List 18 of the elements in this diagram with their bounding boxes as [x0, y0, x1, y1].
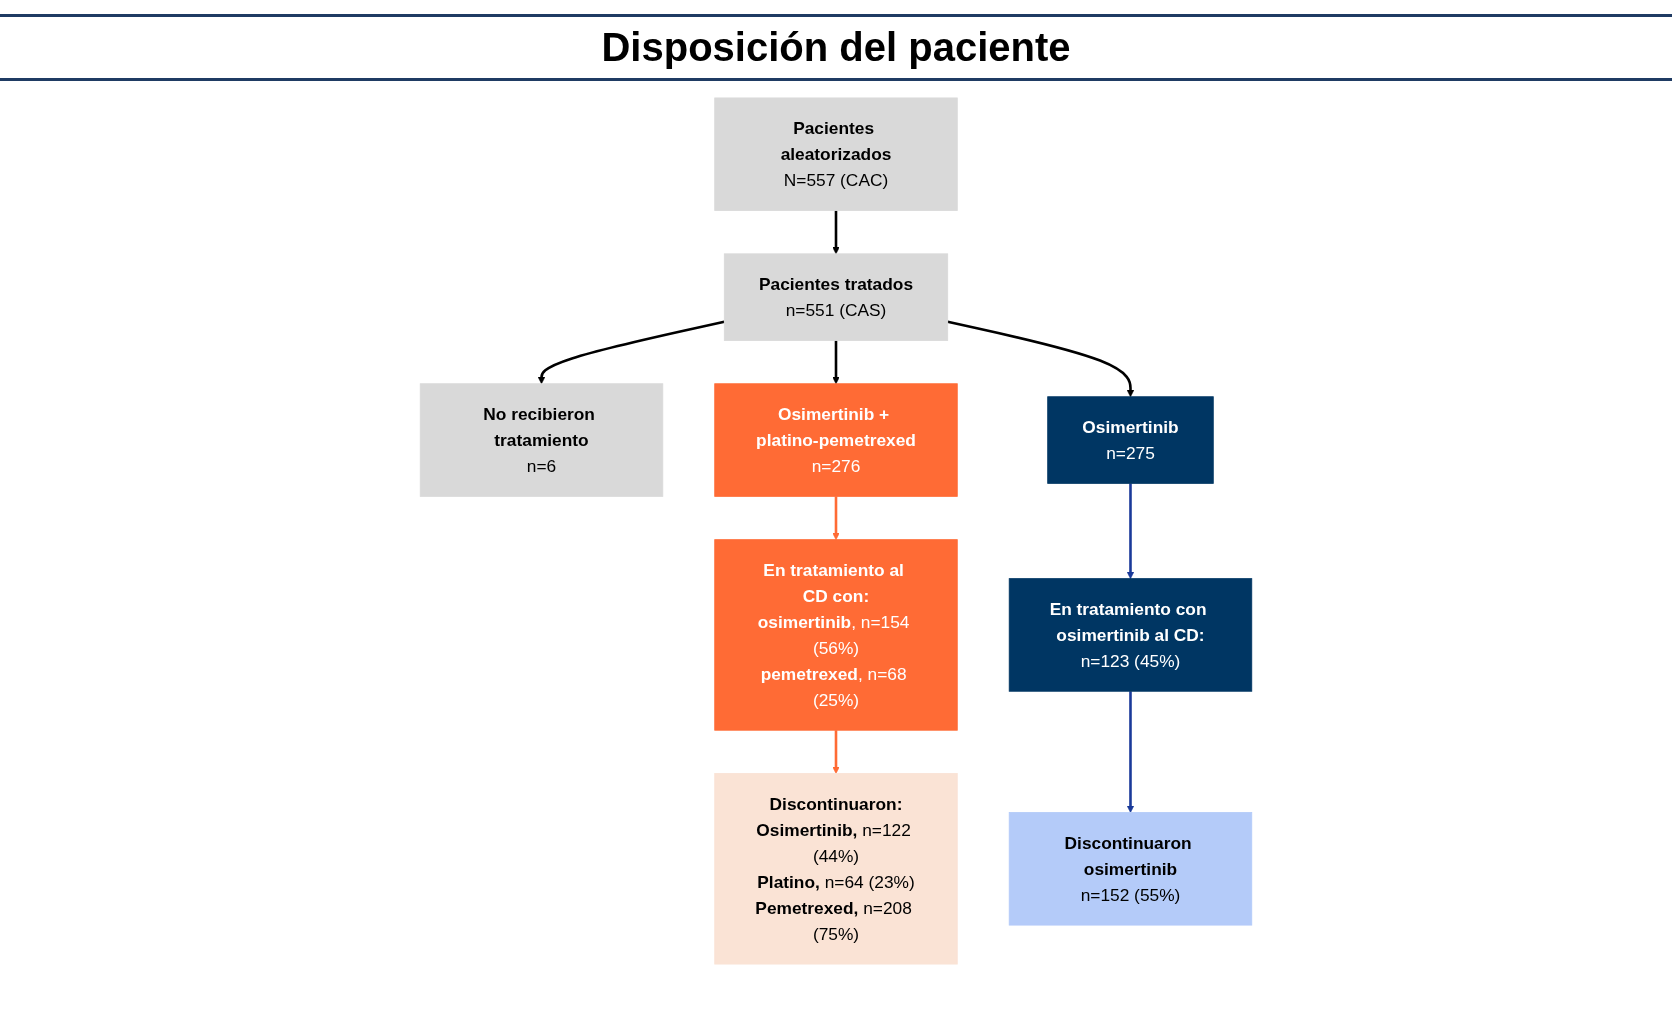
arrow — [832, 210, 840, 255]
node-box: Pacientes tratados n=551 (CAS) — [723, 253, 949, 341]
node-box: Discontinuaron: Osimertinib, n=122 (44%) Platino, n=64 (23%) Pemetrexed, n=208 (75%) — [714, 773, 958, 965]
node-box: En tratamiento con osimertinib al CD: n=123 (45%) — [1008, 578, 1253, 692]
node-box: En tratamiento al CD con: osimertinib, n=154 (56%) pemetrexed, n=68 (25%) — [714, 539, 958, 731]
arrow — [1126, 691, 1135, 813]
arrow — [832, 730, 840, 774]
arrow — [947, 320, 1135, 398]
node-box: Osimertinib + platino-pemetrexed n=276 — [714, 383, 958, 497]
arrow — [832, 340, 840, 385]
diagram-title: Disposición del paciente — [0, 14, 1672, 81]
node-box: Discontinuaron osimertinib n=152 (55%) — [1008, 812, 1253, 926]
node-box: Pacientes aleatorizados N=557 (CAC) — [714, 97, 958, 211]
arrow — [832, 496, 840, 540]
node-box: No recibieron tratamiento n=6 — [419, 383, 664, 497]
arrow — [537, 320, 725, 385]
arrow — [1126, 483, 1135, 579]
node-box: Osimertinib n=275 — [1047, 396, 1214, 484]
